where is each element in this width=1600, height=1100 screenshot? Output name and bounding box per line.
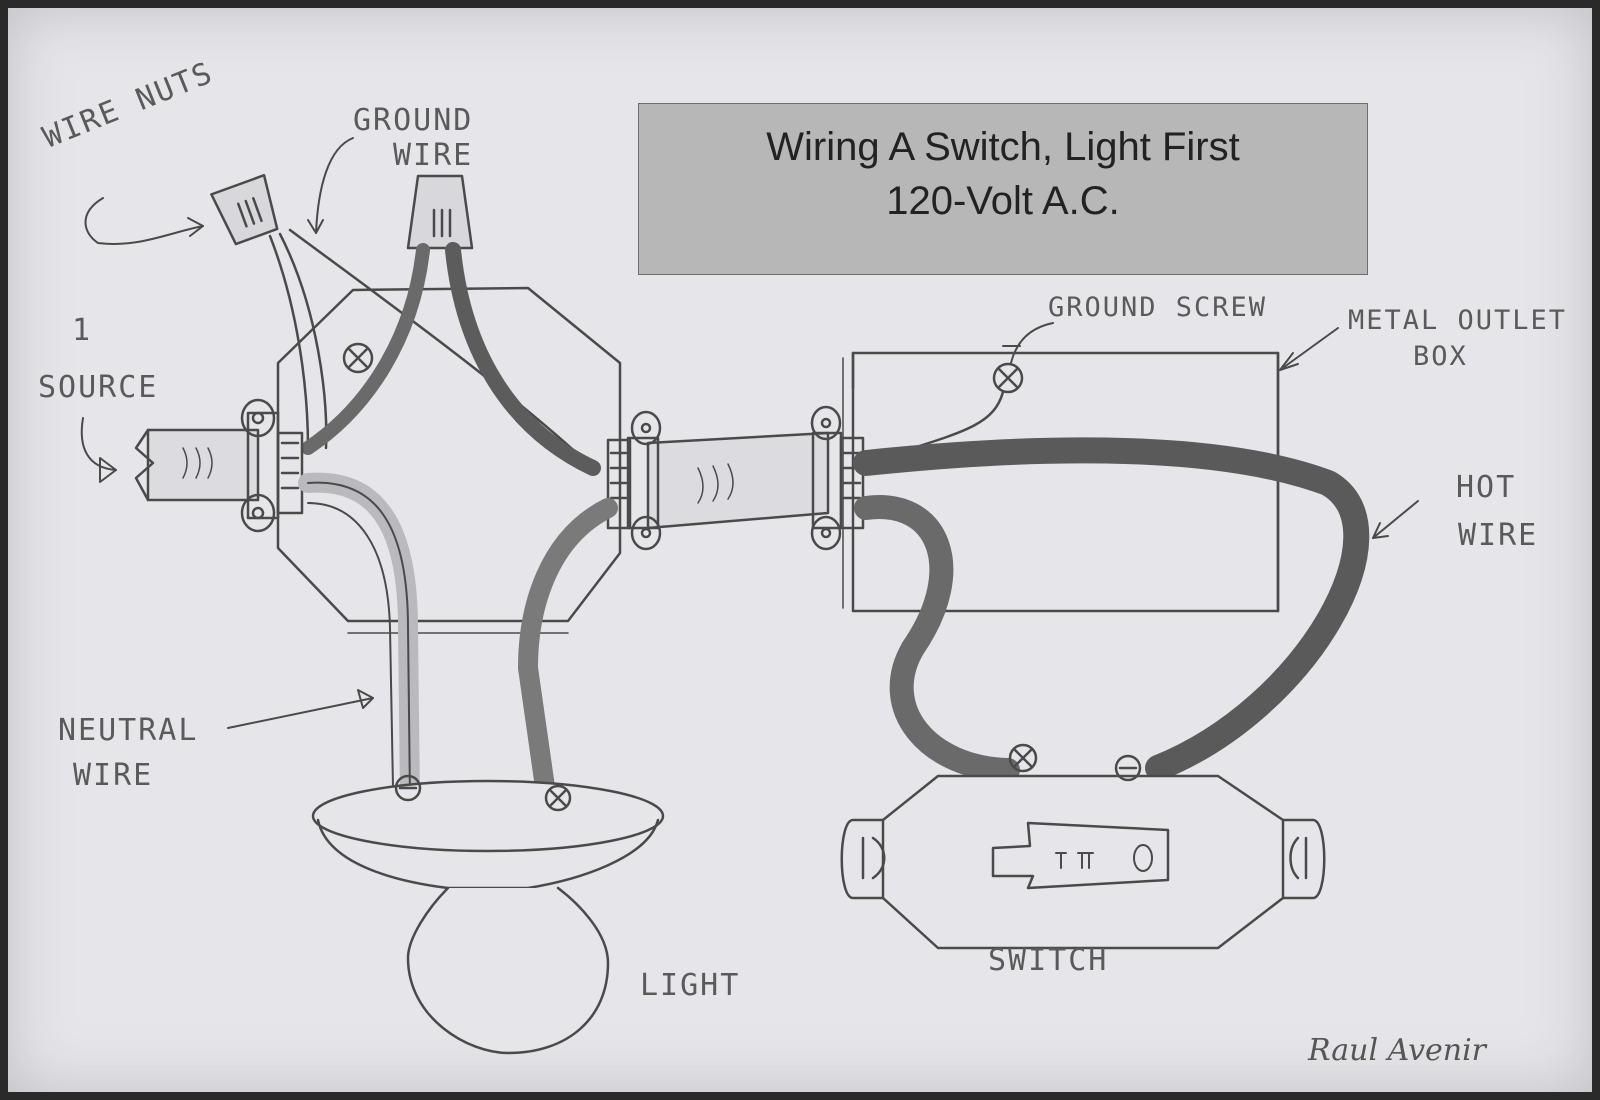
light-fixture <box>311 774 665 1055</box>
arrow-ground-screw <box>1002 322 1054 364</box>
light-hot-wire <box>518 498 618 818</box>
arrow-ground-wire <box>307 137 354 234</box>
label-ground-wire-2: WIRE <box>393 138 474 173</box>
wire-to-nut-1 <box>268 234 310 450</box>
neutral-wire <box>298 472 420 808</box>
label-neutral-wire-2: WIRE <box>73 758 154 793</box>
wire-nut-left <box>210 173 279 246</box>
junction-ground-screw <box>342 342 374 374</box>
switch-terminal-right <box>1114 754 1142 782</box>
clamp-middle-left <box>606 410 662 551</box>
diagram-title-box: Wiring A Switch, Light First 120-Volt A.… <box>638 103 1368 275</box>
light-terminal-right <box>544 784 572 812</box>
source-cable <box>134 428 260 502</box>
light-terminal-left <box>394 774 422 802</box>
arrow-wire-nuts <box>84 197 204 245</box>
arrow-source <box>80 417 117 483</box>
arrow-hot-wire <box>1372 500 1419 539</box>
label-source-number: 1 <box>72 313 93 348</box>
label-light: LIGHT <box>640 968 741 1003</box>
wire-nut-ground <box>406 174 474 250</box>
switch-terminal-left <box>1008 743 1038 773</box>
hot-wire <box>853 437 1370 781</box>
wiring-diagram <box>80 137 1419 1055</box>
label-ground-wire-1: GROUND <box>353 103 474 138</box>
switched-leg-wire <box>854 495 1020 782</box>
label-source: SOURCE <box>38 370 159 405</box>
signature: Raul Avenir <box>1308 1033 1487 1068</box>
diagram-subtitle: 120-Volt A.C. <box>886 179 1120 223</box>
metal-outlet-box <box>842 351 1280 613</box>
label-hot-wire-2: WIRE <box>1458 518 1539 553</box>
label-hot-wire-1: HOT <box>1456 470 1517 505</box>
diagram-title: Wiring A Switch, Light First <box>766 125 1240 169</box>
arrow-neutral-wire <box>227 689 374 729</box>
clamp-left <box>240 398 304 533</box>
ground-wire-thick <box>301 243 430 455</box>
label-neutral-wire-1: NEUTRAL <box>58 713 199 748</box>
sketch-paper: Wiring A Switch, Light First 120-Volt A.… <box>8 8 1592 1092</box>
arrow-metal-box <box>1279 327 1339 371</box>
middle-cable <box>646 431 830 530</box>
label-switch: SWITCH <box>988 943 1109 978</box>
label-ground-screw: GROUND SCREW <box>1048 292 1268 323</box>
label-metal-outlet-box-2: BOX <box>1413 341 1468 372</box>
label-metal-outlet-box-1: METAL OUTLET <box>1348 305 1568 336</box>
switch-device <box>840 743 1326 950</box>
